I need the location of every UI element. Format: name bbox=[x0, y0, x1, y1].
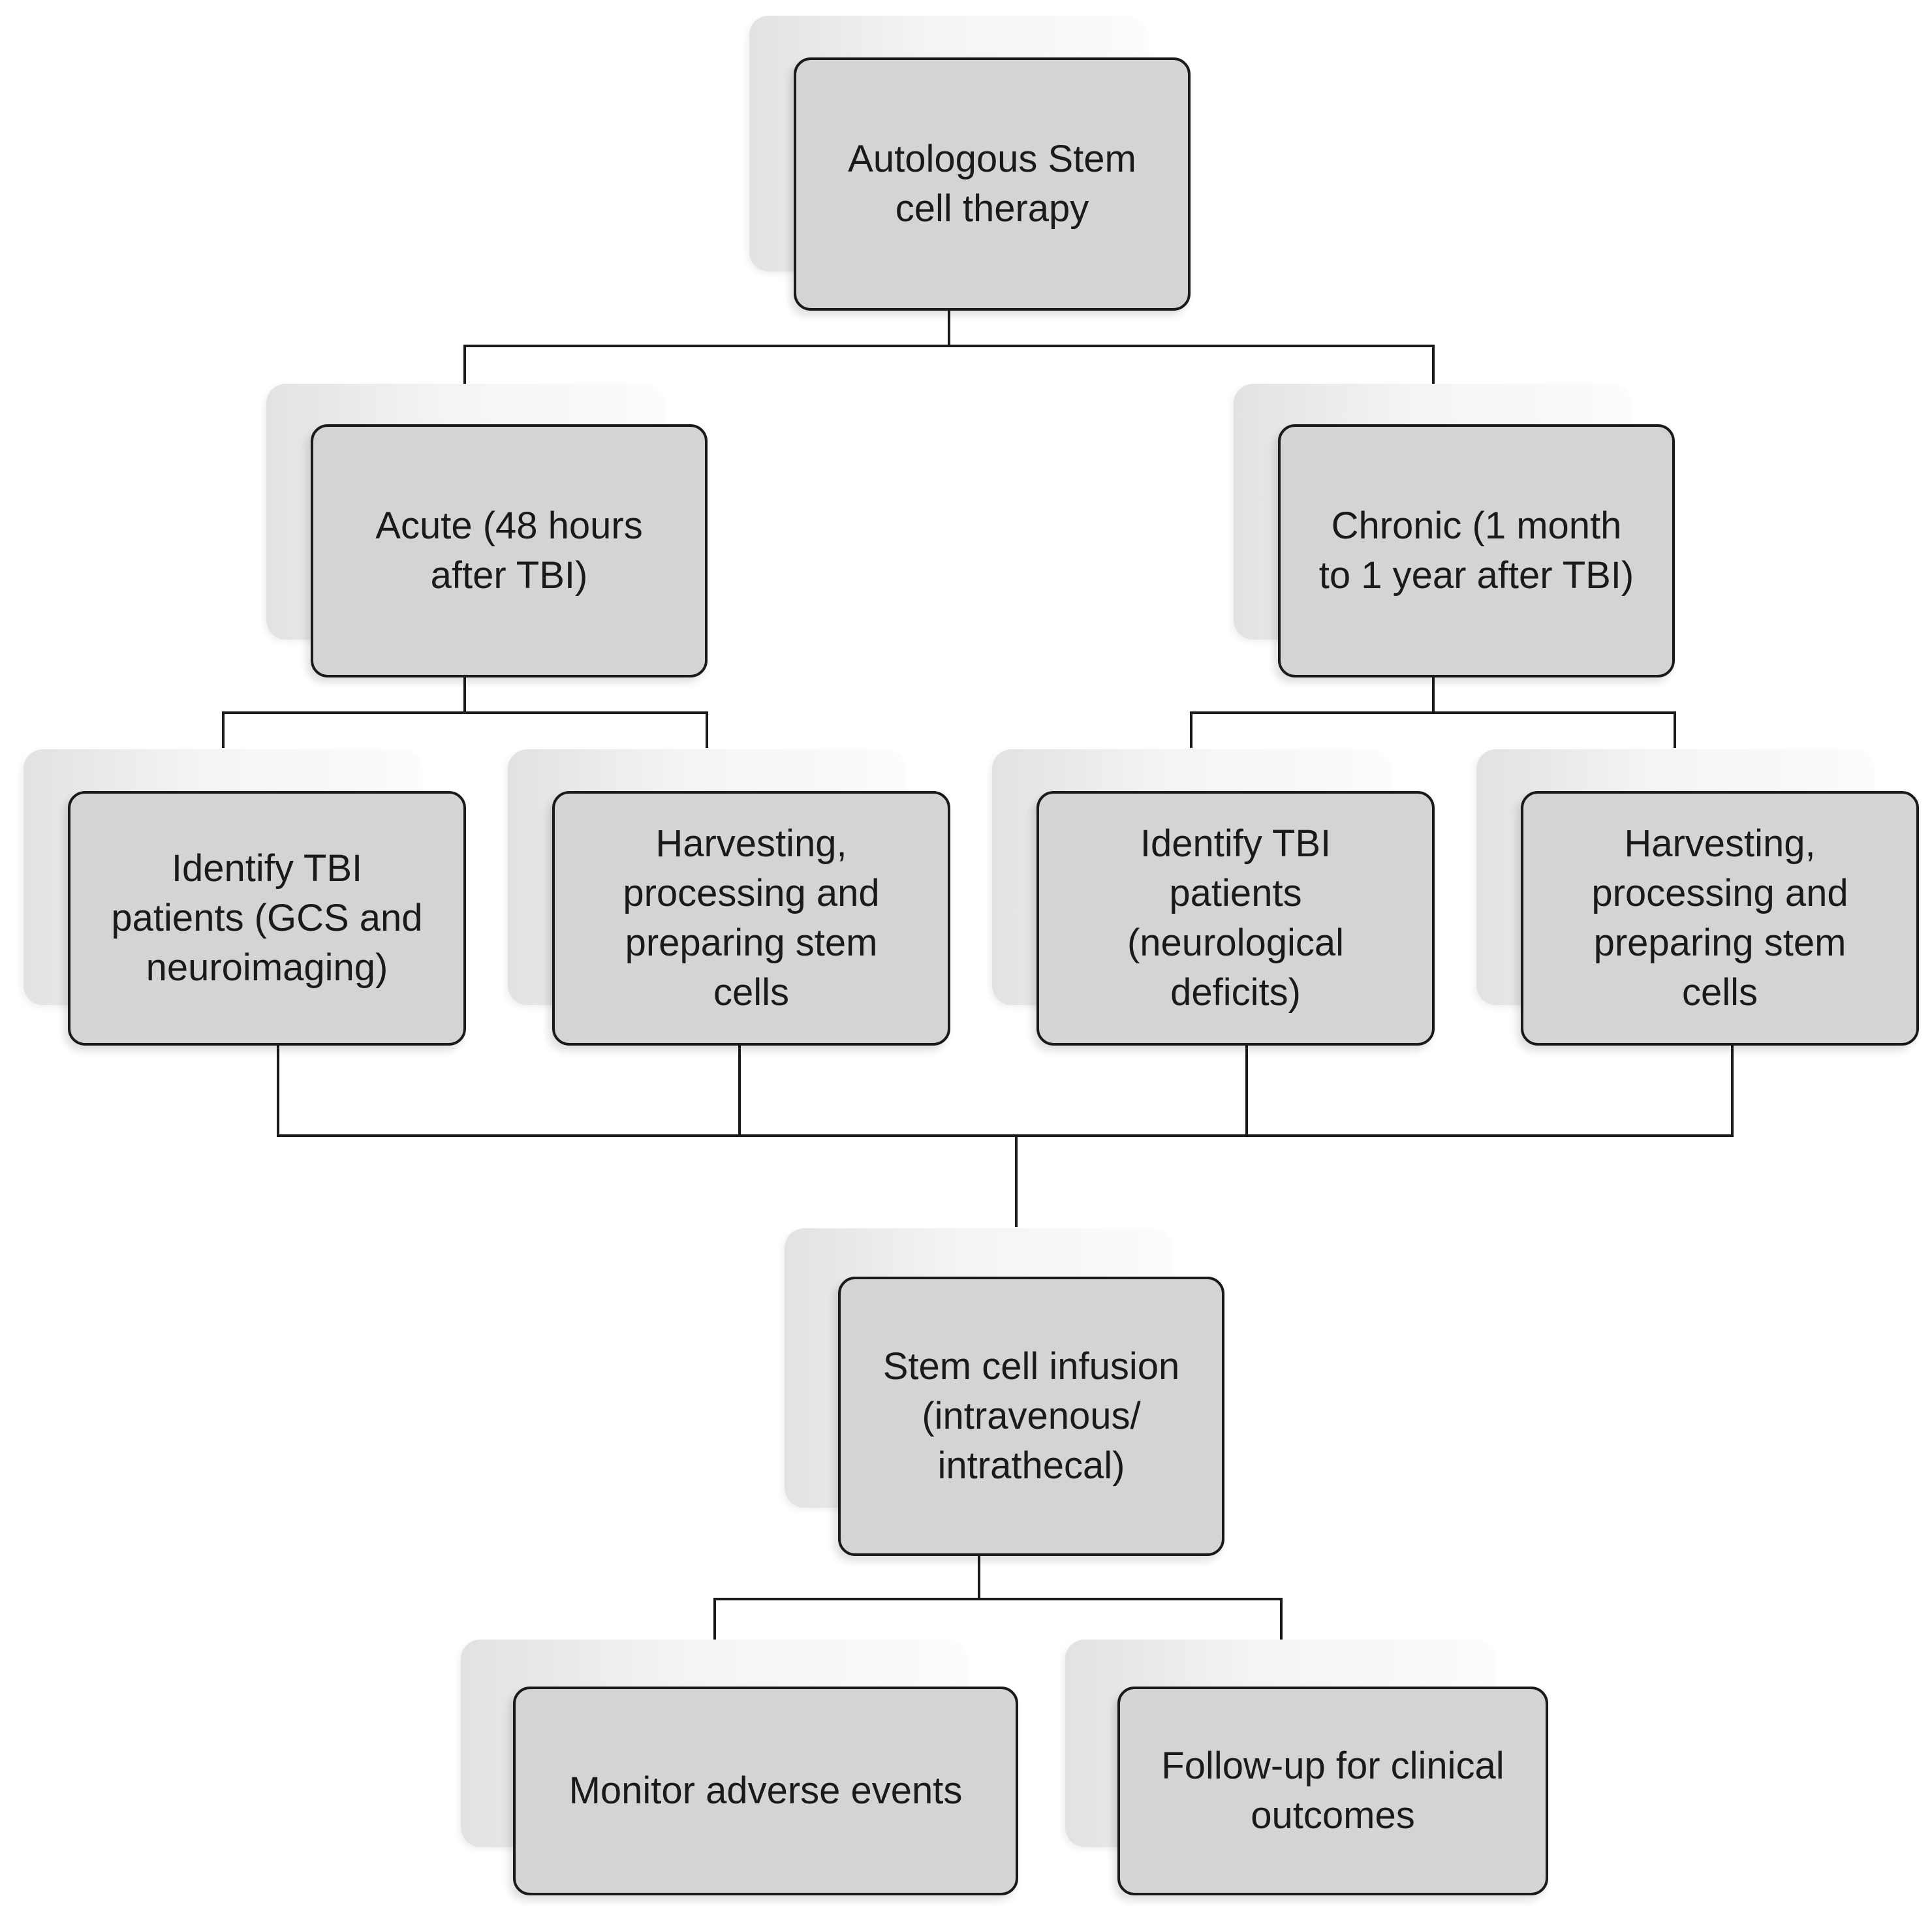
connector-infusion-branches bbox=[713, 1598, 1283, 1640]
node-follow-up-clinical-outcomes: Follow-up for clinical outcomes bbox=[1117, 1687, 1548, 1895]
node-label: Identify TBI patients (GCS and neuroimag… bbox=[111, 847, 423, 989]
node-label: Harvesting, processing and preparing ste… bbox=[623, 822, 880, 1014]
node-stem-cell-infusion: Stem cell infusion (intravenous/ intrath… bbox=[838, 1277, 1224, 1556]
connector-root-branches bbox=[463, 345, 1435, 384]
node-label: Monitor adverse events bbox=[569, 1769, 963, 1812]
node-label: Chronic (1 month to 1 year after TBI) bbox=[1318, 505, 1634, 597]
node-acute-identify-patients: Identify TBI patients (GCS and neuroimag… bbox=[68, 791, 466, 1046]
node-acute-harvesting: Harvesting, processing and preparing ste… bbox=[552, 791, 950, 1046]
node-label: Acute (48 hours after TBI) bbox=[375, 505, 643, 597]
node-chronic-identify-patients: Identify TBI patients (neurological defi… bbox=[1036, 791, 1435, 1046]
node-label: Autologous Stem cell therapy bbox=[848, 138, 1136, 230]
connector-acute-branches bbox=[222, 711, 708, 748]
connector-merge-bar bbox=[277, 1044, 1734, 1137]
node-chronic: Chronic (1 month to 1 year after TBI) bbox=[1278, 424, 1675, 677]
node-label: Stem cell infusion (intravenous/ intrath… bbox=[882, 1345, 1180, 1487]
connector-chronic-branches bbox=[1190, 711, 1676, 748]
node-label: Harvesting, processing and preparing ste… bbox=[1591, 822, 1848, 1014]
node-label: Identify TBI patients (neurological defi… bbox=[1127, 822, 1345, 1014]
node-chronic-harvesting: Harvesting, processing and preparing ste… bbox=[1521, 791, 1919, 1046]
node-autologous-stem-cell-therapy: Autologous Stem cell therapy bbox=[794, 57, 1191, 311]
node-label: Follow-up for clinical outcomes bbox=[1161, 1745, 1504, 1837]
node-acute: Acute (48 hours after TBI) bbox=[311, 424, 708, 677]
node-monitor-adverse-events: Monitor adverse events bbox=[513, 1687, 1018, 1895]
